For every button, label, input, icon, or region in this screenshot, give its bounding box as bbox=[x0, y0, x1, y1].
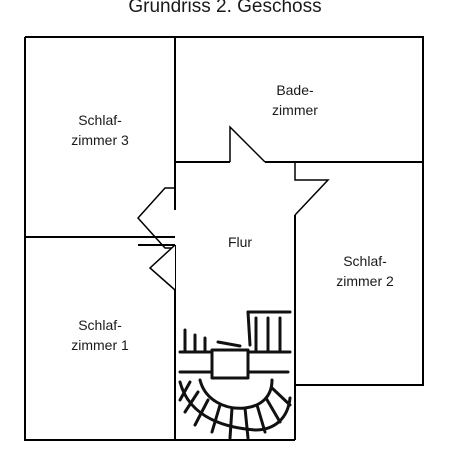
label-badezimmer-line1: Bade- bbox=[276, 82, 314, 98]
label-schlafzimmer-3: Schlaf- zimmer 3 bbox=[50, 110, 150, 150]
door-arrow-schlafzimmer-3 bbox=[136, 187, 175, 249]
door-arrow-schlafzimmer-2 bbox=[294, 163, 330, 216]
door-arrow-badezimmer bbox=[229, 125, 266, 163]
label-badezimmer-line2: zimmer bbox=[272, 102, 318, 118]
label-schlafzimmer-2-line2: zimmer 2 bbox=[336, 273, 394, 289]
staircase bbox=[178, 310, 292, 440]
plan-title: Grundriss 2. Geschoss bbox=[128, 0, 322, 17]
label-flur-text: Flur bbox=[227, 234, 253, 250]
label-schlafzimmer-2-line1: Schlaf- bbox=[343, 253, 387, 269]
label-schlafzimmer-2: Schlaf- zimmer 2 bbox=[305, 251, 425, 291]
label-schlafzimmer-1-line2: zimmer 1 bbox=[71, 337, 129, 353]
label-badezimmer: Bade- zimmer bbox=[245, 80, 345, 120]
label-schlafzimmer-3-line2: zimmer 3 bbox=[71, 132, 129, 148]
label-schlafzimmer-1: Schlaf- zimmer 1 bbox=[50, 315, 150, 355]
door-arrow-schlafzimmer-1 bbox=[148, 244, 176, 291]
label-schlafzimmer-3-line1: Schlaf- bbox=[78, 112, 122, 128]
label-flur: Flur bbox=[200, 232, 280, 252]
outer-wall bbox=[24, 36, 424, 441]
label-schlafzimmer-1-line1: Schlaf- bbox=[78, 317, 122, 333]
